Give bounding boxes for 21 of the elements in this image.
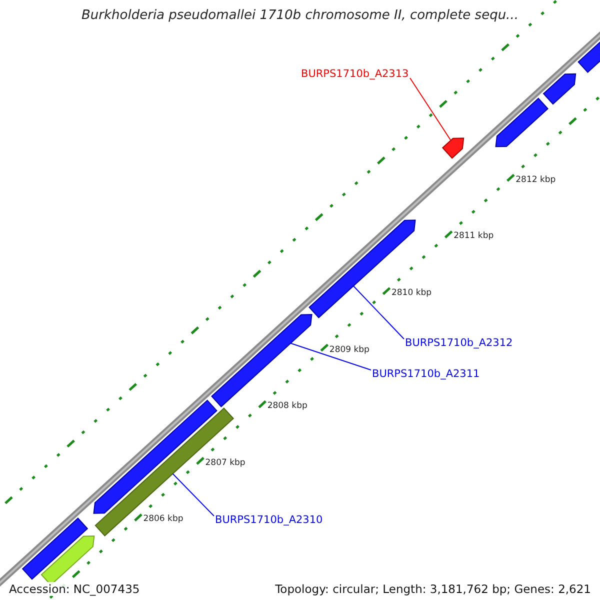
gene-label: BURPS1710b_A2313 bbox=[301, 68, 409, 80]
gene-feature bbox=[495, 98, 549, 148]
gene-label: BURPS1710b_A2311 bbox=[372, 368, 480, 380]
tick-label: 2806 kbp bbox=[143, 514, 184, 524]
gene-label: BURPS1710b_A2312 bbox=[405, 337, 513, 349]
leader-line bbox=[290, 342, 372, 370]
tick-label: 2811 kbp bbox=[454, 231, 494, 242]
gene-feature bbox=[308, 220, 416, 318]
leader-line bbox=[352, 285, 404, 340]
gene-feature bbox=[22, 518, 88, 580]
title: Burkholderia pseudomallei 1710b chromosome II, complete sequ... bbox=[80, 8, 520, 23]
tick-label: 2808 kbp bbox=[267, 401, 308, 412]
tick-label: 2809 kbp bbox=[329, 344, 370, 355]
tick-label: 2807 kbp bbox=[205, 458, 246, 468]
tick-label: 2810 kbp bbox=[391, 288, 432, 298]
gene-feature bbox=[442, 138, 464, 159]
gene-label: BURPS1710b_A2310 bbox=[215, 514, 323, 526]
leader-line bbox=[172, 473, 214, 516]
leader-line bbox=[410, 78, 452, 141]
tick-label: 2812 kbp bbox=[516, 174, 556, 185]
gene-feature bbox=[542, 73, 576, 105]
